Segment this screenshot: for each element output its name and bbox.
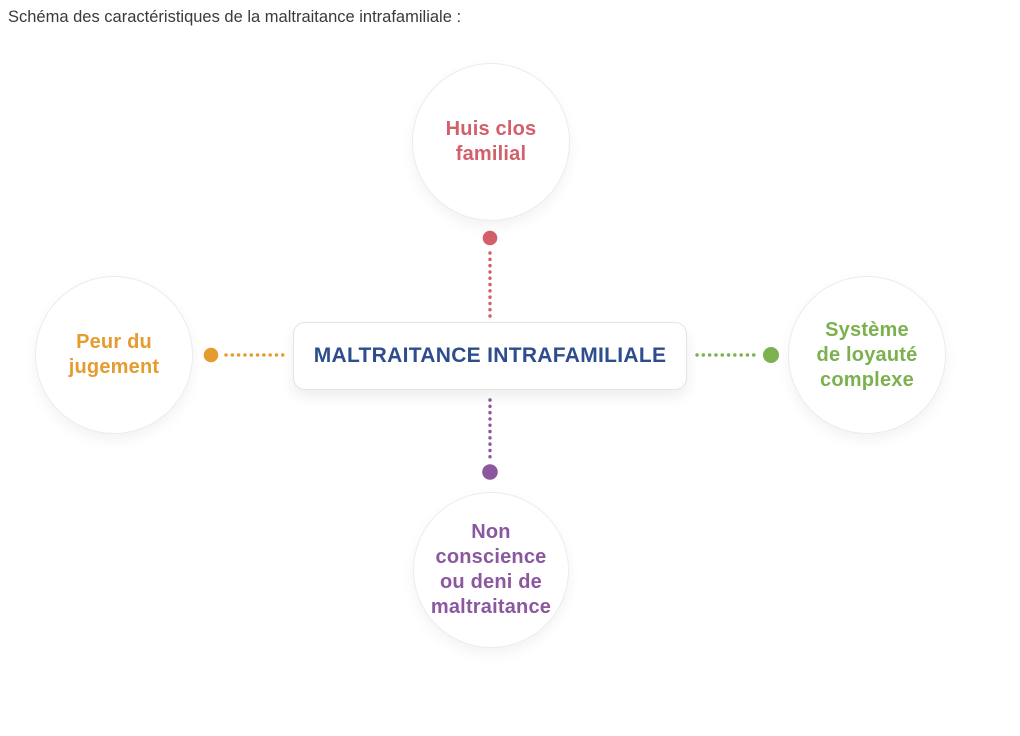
page-title: Schéma des caractéristiques de la maltra…	[8, 8, 462, 26]
connector-left-end-dot	[203, 347, 219, 363]
connector-bottom	[482, 398, 498, 480]
node-huis-clos-familial-label: Huis clos familial	[445, 118, 537, 165]
node-peur-du-jugement: Peur du jugement	[35, 276, 193, 434]
center-node-maltraitance-intrafamiliale: MALTRAITANCE INTRAFAMILIALE	[293, 322, 687, 390]
node-non-conscience-ou-deni-label: Non conscience ou deni de maltraitance	[430, 521, 552, 618]
connector-top-end-dot	[482, 230, 498, 246]
node-systeme-de-loyaute-complexe: Système de loyauté complexe	[788, 276, 946, 434]
node-systeme-de-loyaute-complexe-label: Système de loyauté complexe	[816, 318, 918, 391]
node-huis-clos-familial: Huis clos familial	[412, 63, 570, 221]
connector-bottom-end-dot	[482, 464, 498, 480]
connector-left	[203, 347, 290, 363]
connector-right	[695, 347, 779, 363]
node-non-conscience-ou-deni: Non conscience ou deni de maltraitance	[413, 492, 569, 648]
connector-right-end-dot	[763, 347, 779, 363]
center-node-label: MALTRAITANCE INTRAFAMILIALE	[313, 344, 667, 367]
connector-top	[482, 230, 498, 319]
node-peur-du-jugement-label: Peur du jugement	[68, 331, 160, 378]
